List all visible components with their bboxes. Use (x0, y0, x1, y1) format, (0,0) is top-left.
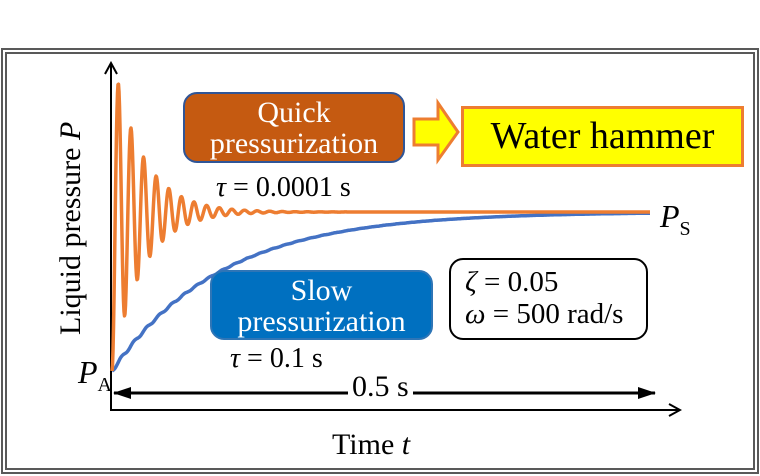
x-axis-label: Time t (332, 428, 411, 461)
parameters-box: ζ = 0.05 ω = 500 rad/s (449, 258, 648, 340)
quick-pressurization-curve (110, 82, 652, 372)
omega-param: ω = 500 rad/s (465, 298, 624, 330)
leads-to-arrow-icon (412, 98, 460, 165)
water-hammer-box: Water hammer (461, 106, 744, 167)
ps-label: PS (660, 198, 691, 240)
zeta-param: ζ = 0.05 (465, 266, 559, 298)
quick-line2: pressurization (209, 127, 379, 160)
slow-tau-label: τ = 0.1 s (230, 343, 323, 374)
inner-frame (5, 52, 755, 470)
quick-line1: Quick (257, 96, 331, 129)
pa-label: PA (78, 354, 112, 396)
quick-pressurization-box: Quick pressurization (183, 92, 405, 163)
slow-line2: pressurization (237, 305, 406, 338)
outer-frame (1, 48, 759, 474)
slow-pressurization-box: Slow pressurization (210, 270, 433, 340)
slow-line1: Slow (290, 274, 353, 307)
y-axis-label: Liquid pressure P (54, 121, 87, 335)
slow-pressurization-curve (110, 211, 651, 373)
quick-tau-label: τ = 0.0001 s (216, 172, 351, 203)
time-span-label: 0.5 s (348, 372, 413, 402)
